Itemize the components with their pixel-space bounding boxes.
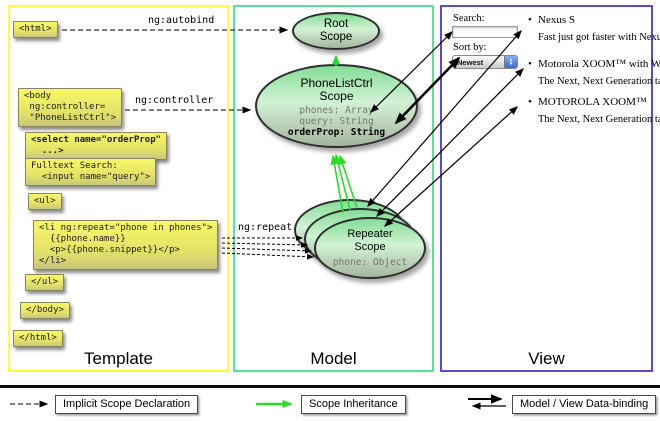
legend-separator xyxy=(0,385,660,388)
phone-snippet: The Next, Next Generation tablet. xyxy=(538,114,660,125)
list-item: • MOTOROLA XOOM™ xyxy=(528,96,647,109)
model-column xyxy=(233,5,434,372)
code-fulltext-search: Fulltext Search: <input name="query"> xyxy=(25,158,157,186)
code-ul-close: </ul> xyxy=(25,274,65,291)
phone-name: Nexus S xyxy=(538,14,575,26)
bullet-icon: • xyxy=(528,14,532,26)
view-column-label: View xyxy=(528,349,565,368)
select-stepper-icon: ▲▼ xyxy=(504,56,517,68)
sort-select[interactable]: Newest ▲▼ xyxy=(452,55,518,69)
code-html-open: <html> xyxy=(13,21,58,38)
phone-snippet: Fast just got faster with Nexus S. xyxy=(538,32,660,43)
root-scope-title: Root Scope xyxy=(319,18,353,43)
bullet-icon: • xyxy=(528,58,532,70)
code-select: <select name="orderProp" ...> xyxy=(25,132,168,160)
code-li-repeat: <li ng:repeat="phone in phones"> {{phone… xyxy=(33,220,219,270)
prop-phone: phone: Object xyxy=(332,257,408,268)
template-column-label: Template xyxy=(84,349,153,368)
repeater-scope-ellipse: Repeater Scope phone: Object xyxy=(314,217,426,279)
ng-controller-label: ng:controller xyxy=(135,95,214,106)
legend-implicit-scope: Implicit Scope Declaration xyxy=(55,395,199,414)
bullet-icon: • xyxy=(528,96,532,108)
legend-data-binding: Model / View Data-binding xyxy=(512,395,657,414)
phone-name: MOTOROLA XOOM™ xyxy=(538,96,647,108)
phonelistctrl-scope-ellipse: PhoneListCtrl Scope phones: Array query:… xyxy=(255,64,418,148)
ng-autobind-label: ng:autobind xyxy=(148,15,215,26)
sort-by-label: Sort by: xyxy=(453,42,487,53)
list-item: • Motorola XOOM™ with Wi-Fi xyxy=(528,58,660,71)
code-ul-open: <ul> xyxy=(28,193,62,210)
root-scope-ellipse: Root Scope xyxy=(292,12,380,50)
code-body-open: <body ng:controller= "PhoneListCtrl"> xyxy=(18,88,123,127)
code-html-close: </html> xyxy=(13,330,63,347)
prop-orderprop: orderProp: String xyxy=(287,127,386,138)
model-column-label: Model xyxy=(310,349,357,368)
prop-query: query: String xyxy=(299,116,374,127)
search-input[interactable] xyxy=(452,26,518,38)
prop-phones: phones: Array xyxy=(299,105,374,116)
phone-snippet: The Next, Next Generation tablet. xyxy=(538,76,660,87)
repeater-scope-title: Repeater Scope xyxy=(347,228,393,253)
phonelistctrl-scope-title: PhoneListCtrl Scope xyxy=(300,76,373,103)
code-body-close: </body> xyxy=(20,302,70,319)
search-label: Search: xyxy=(453,13,485,24)
list-item: • Nexus S xyxy=(528,14,575,27)
legend-scope-inheritance: Scope Inheritance xyxy=(301,395,406,414)
ng-repeat-label: ng:repeat xyxy=(238,222,293,233)
sort-select-value: Newest xyxy=(457,57,484,67)
phone-name: Motorola XOOM™ with Wi-Fi xyxy=(538,58,660,70)
